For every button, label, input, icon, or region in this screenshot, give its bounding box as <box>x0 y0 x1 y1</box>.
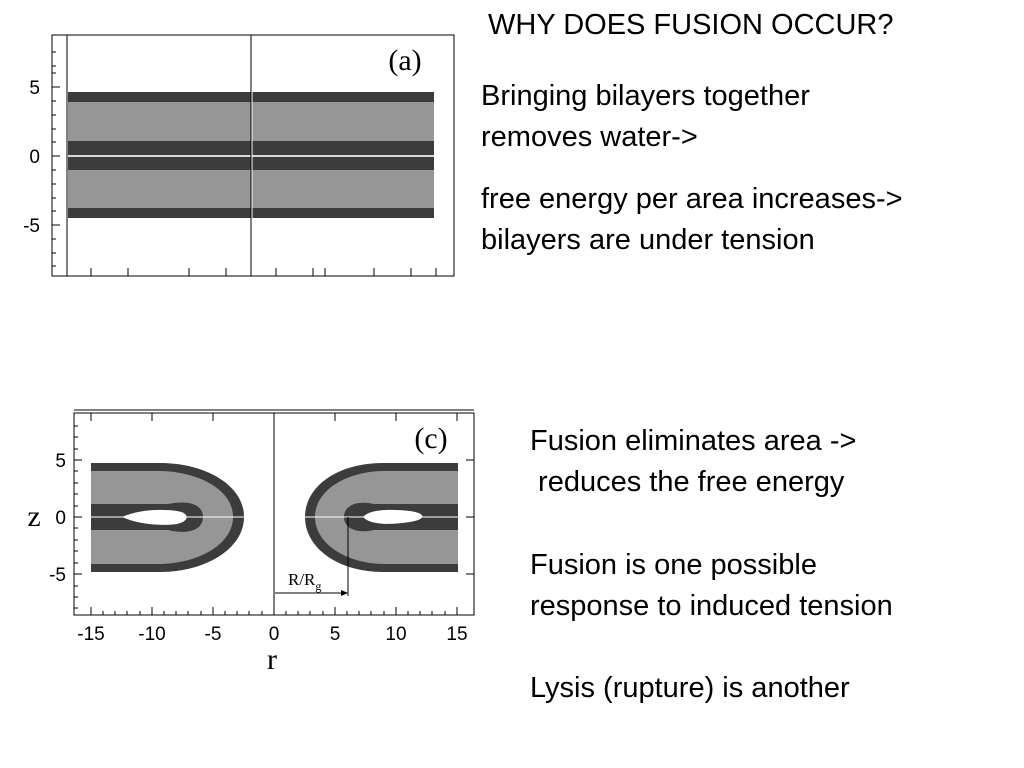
slide-title: WHY DOES FUSION OCCUR? <box>488 9 894 41</box>
fusion-area-text: Fusion eliminates area -> reduces the fr… <box>530 421 856 503</box>
text-line: Bringing bilayers together <box>481 80 810 112</box>
text-line: response to induced tension <box>530 590 893 622</box>
figure-c-xtick-label: -15 <box>77 624 104 645</box>
figure-c-xtick-label: 5 <box>330 624 341 645</box>
figure-c-z-axis-label: z <box>27 500 40 533</box>
figure-c-y-ticks <box>74 425 474 609</box>
lysis-text: Lysis (rupture) is another <box>530 668 850 709</box>
figure-a-ytick-label: 0 <box>29 147 40 168</box>
text-line: reduces the free energy <box>530 466 845 498</box>
figure-a-x-ticks <box>90 268 437 276</box>
free-energy-text: free energy per area increases-> bilayer… <box>481 179 903 261</box>
figure-c-panel-label: (c) <box>414 422 447 455</box>
figure-c-xtick-label: 15 <box>446 624 467 645</box>
text-line: bilayers are under tension <box>481 224 815 256</box>
text-line: Fusion eliminates area -> <box>530 425 857 457</box>
text-line: Fusion is one possible <box>530 549 817 581</box>
figure-c-ytick-label: 0 <box>55 508 66 529</box>
figure-a-y-ticks <box>52 51 60 267</box>
figure-c-ytick-label: -5 <box>49 565 66 586</box>
stalk-radius-label: R/Rg <box>288 570 321 593</box>
figure-a-ytick-label: -5 <box>23 216 40 237</box>
figure-c-xtick-label: -10 <box>138 624 165 645</box>
figure-c-xtick-label: 10 <box>385 624 406 645</box>
text-line: Lysis (rupture) is another <box>530 672 850 704</box>
text-line: removes water-> <box>481 121 698 153</box>
figure-a: 5 0 -5 (a) <box>23 34 455 277</box>
figure-c-x-ticks <box>90 413 458 615</box>
figure-c-ytick-label: 5 <box>55 451 66 472</box>
figure-c-xtick-label: -5 <box>205 624 222 645</box>
figure-c-xtick-label: 0 <box>269 624 280 645</box>
figure-c: R/Rg <box>27 409 475 676</box>
text-line: free energy per area increases-> <box>481 183 903 215</box>
figure-a-ytick-label: 5 <box>29 78 40 99</box>
figure-c-r-axis-label: r <box>267 643 277 676</box>
stalk-radius-arrowhead <box>341 590 348 596</box>
fusion-response-text: Fusion is one possible response to induc… <box>530 545 893 627</box>
figure-a-panel-label: (a) <box>388 44 421 77</box>
bilayers-water-text: Bringing bilayers together removes water… <box>481 76 810 158</box>
